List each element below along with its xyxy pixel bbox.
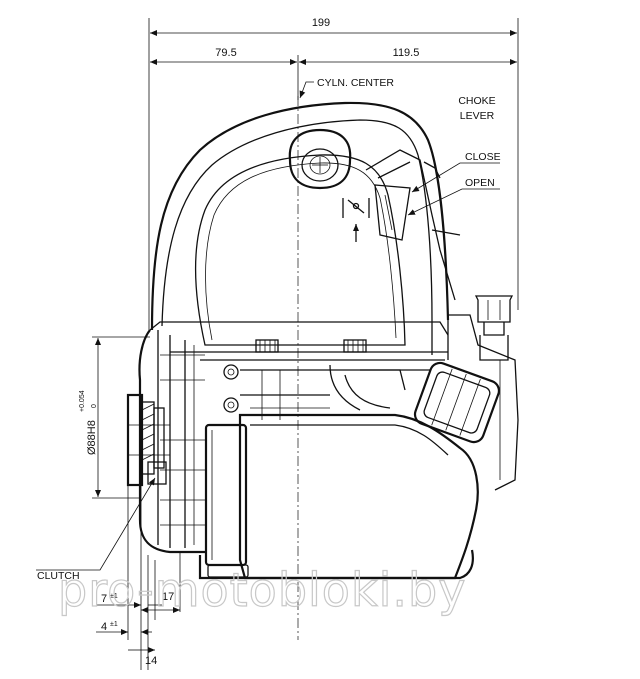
shaft-tol-lower: 0 <box>91 404 98 408</box>
dim-7-label: 7 <box>101 593 107 605</box>
dim-79-5-label: 79.5 <box>215 47 236 59</box>
close-label: CLOSE <box>465 151 501 163</box>
shaft-tol-upper-group: +0.054 <box>79 390 86 412</box>
dim-4-label: 4 <box>101 621 107 633</box>
watermark-text: pro-motobloki.by <box>58 563 466 617</box>
shaft-tol-lower-group: 0 <box>91 404 98 408</box>
clutch-side <box>36 329 206 571</box>
choke-lever-assembly <box>342 149 500 301</box>
shaft-fit-label: Ø88H8 <box>86 420 98 455</box>
shaft-fit-label-group: Ø88H8 <box>86 420 98 455</box>
top-dimensions <box>148 18 519 330</box>
fuel-cap-assembly <box>413 295 519 491</box>
clutch-label: CLUTCH <box>37 570 80 582</box>
dim-7-tol: ±1 <box>110 593 118 600</box>
close-leader <box>411 162 500 193</box>
lower-engine-block <box>198 339 479 580</box>
bottom-dimensions <box>96 485 181 670</box>
dim-4-tol: ±1 <box>110 621 118 628</box>
dim-119-5-label: 119.5 <box>393 47 420 59</box>
open-label: OPEN <box>465 177 495 189</box>
clutch-leader <box>36 477 156 571</box>
shaft-diameter-dimension <box>92 336 150 499</box>
choke-lever-label-2: LEVER <box>460 110 495 122</box>
shaft-tol-upper: +0.054 <box>79 390 86 412</box>
top-cap <box>288 128 352 190</box>
cyln-center-leader <box>299 81 314 99</box>
choke-lever-label-1: CHOKE <box>458 95 495 107</box>
dim-14-label: 14 <box>145 655 157 667</box>
cyln-center-label: CYLN. CENTER <box>317 77 394 89</box>
open-leader <box>407 188 500 216</box>
dim-17-label: 17 <box>162 591 174 603</box>
dim-199-label: 199 <box>312 17 330 29</box>
